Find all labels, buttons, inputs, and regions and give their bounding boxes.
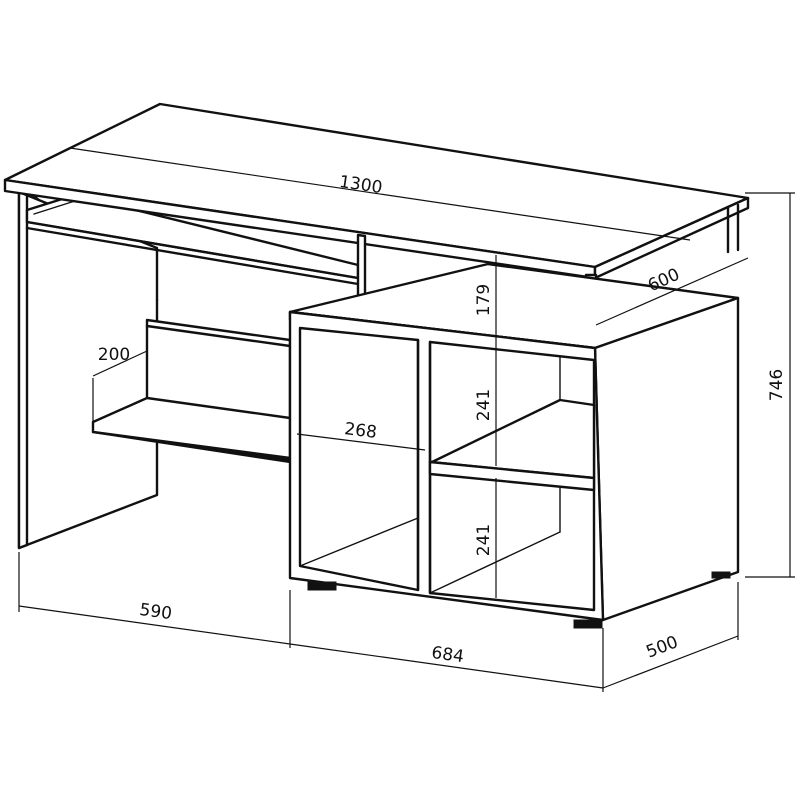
dim-compartment-width: 268 — [343, 419, 378, 443]
lower-left-shelf-front-edge — [91, 430, 292, 464]
keyboard-tray-rail — [33, 199, 79, 215]
right-compartment-floor — [429, 531, 561, 594]
keyboard-tray-front — [25, 220, 360, 280]
dim-shelf-lower: 241 — [474, 524, 494, 556]
keyboard-tray-bottom — [25, 226, 360, 286]
dim-line-top-depth — [595, 257, 749, 326]
dim-shelf-depth: 200 — [98, 345, 130, 365]
dim-line-shelf-depth — [92, 350, 148, 377]
middle-shelf-front — [428, 460, 596, 492]
cabinet-foot-back — [711, 571, 731, 579]
left-compartment-floor — [299, 517, 419, 567]
dim-total-height: 746 — [767, 369, 787, 401]
left-compartment — [298, 326, 420, 592]
cabinet-foot-left — [307, 581, 337, 591]
dim-shelf-upper: 241 — [474, 389, 494, 421]
dim-line-compartment-width — [296, 433, 426, 451]
dim-line-cabinet-depth — [602, 635, 739, 689]
dim-niche-height: 179 — [474, 284, 494, 316]
dim-left-width: 590 — [138, 600, 173, 624]
modesty-panel-top-edge — [145, 324, 292, 348]
cabinet-foot-right — [573, 619, 603, 629]
dim-line-top-length — [69, 147, 691, 241]
dim-line-cabinet-width — [289, 643, 604, 689]
dim-cabinet-depth: 500 — [643, 632, 680, 662]
dim-cabinet-width: 684 — [430, 643, 465, 667]
dim-line-left-width — [18, 605, 291, 645]
